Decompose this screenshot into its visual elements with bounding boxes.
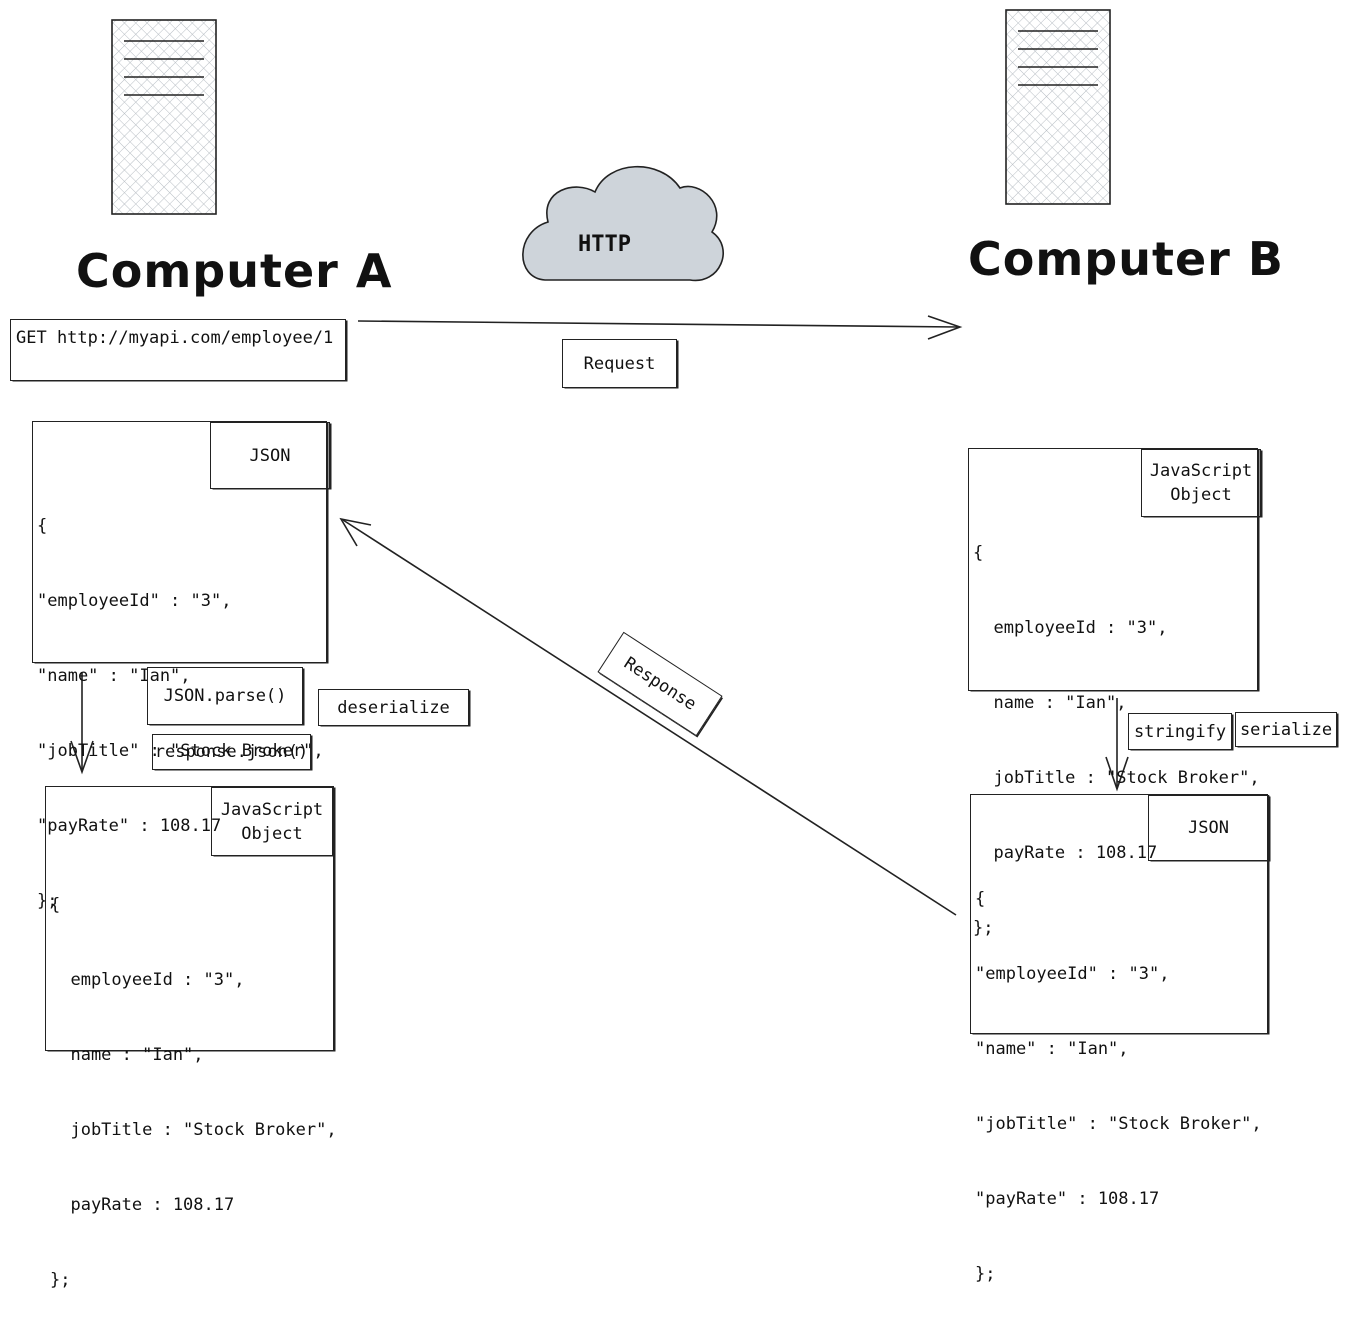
code-line: "jobTitle" : "Stock Broker", [975,1114,1262,1134]
code-line: { [37,516,48,536]
request-arrow [357,315,963,340]
response-arrow [339,517,957,916]
code-line: { [975,889,986,909]
cloud-label: HTTP [578,232,631,257]
computer-b-object-block: JavaScript Object { employeeId : "3", na… [968,448,1261,938]
code-line: "payRate" : 108.17 [975,1189,1160,1209]
computer-a-json-code: { "employeeId" : "3", "name" : "Ian", "j… [37,464,324,964]
computer-a-json-block: JSON { "employeeId" : "3", "name" : "Ian… [32,421,330,911]
response-json-label-box: response.json() [152,734,311,770]
code-line: name : "Ian", [973,693,1127,713]
code-line: { [50,895,61,915]
code-line: payRate : 108.17 [973,843,1158,863]
code-line: "payRate" : 108.17 [37,816,222,836]
json-parse-label-box: JSON.parse() [147,667,303,725]
cloud-icon [522,165,724,282]
deserialize-label: deserialize [337,697,450,718]
request-line-box: GET http://myapi.com/employee/1 [10,319,346,381]
code-line: employeeId : "3", [50,970,245,990]
code-line: "jobTitle" : "Stock Broker", [37,741,324,761]
computer-b-json-code: { "employeeId" : "3", "name" : "Ian", "j… [975,837,1262,1337]
code-line: }; [973,918,994,938]
json-parse-label: JSON.parse() [163,686,287,706]
computer-b-title: Computer B [968,232,1284,286]
code-line: jobTitle : "Stock Broker", [973,768,1260,788]
code-line: }; [37,891,58,911]
code-line: jobTitle : "Stock Broker", [50,1120,337,1140]
request-label-box: Request [562,339,677,388]
computer-a-object-tag: JavaScript Object [211,787,333,856]
code-line: }; [975,1264,996,1284]
stringify-down-arrow [1105,698,1129,792]
code-line: "name" : "Ian", [975,1039,1129,1059]
computer-a-object-block: JavaScript Object { employeeId : "3", na… [45,786,337,1290]
deserialize-label-box: deserialize [318,689,469,726]
request-label: Request [583,353,656,374]
computer-a-json-tag: JSON [210,422,330,489]
code-line: payRate : 108.17 [50,1195,235,1215]
serialize-label: serialize [1239,719,1333,740]
code-line: }; [50,1270,71,1290]
server-a-icon [111,19,217,215]
server-b-icon [1005,9,1111,205]
stringify-label-box: stringify [1128,713,1232,750]
computer-b-json-block: JSON { "employeeId" : "3", "name" : "Ian… [970,794,1269,1284]
code-line: name : "Ian", [50,1045,204,1065]
computer-b-object-code: { employeeId : "3", name : "Ian", jobTit… [973,491,1260,991]
code-line: employeeId : "3", [973,618,1168,638]
parse-down-arrow [70,672,94,775]
response-json-label: response.json() [154,742,309,762]
diagram-canvas [70,9,1129,916]
request-line-text: GET http://myapi.com/employee/1 [16,328,334,348]
computer-a-title: Computer A [76,244,393,298]
computer-a-object-code: { employeeId : "3", name : "Ian", jobTit… [50,843,337,1343]
code-line: "employeeId" : "3", [975,964,1170,984]
computer-b-object-tag: JavaScript Object [1141,449,1261,517]
code-line: { [973,543,984,563]
code-line: "name" : "Ian", [37,666,191,686]
computer-b-json-tag: JSON [1148,795,1269,861]
stringify-label: stringify [1133,721,1227,742]
serialize-label-box: serialize [1235,712,1337,747]
code-line: "employeeId" : "3", [37,591,232,611]
